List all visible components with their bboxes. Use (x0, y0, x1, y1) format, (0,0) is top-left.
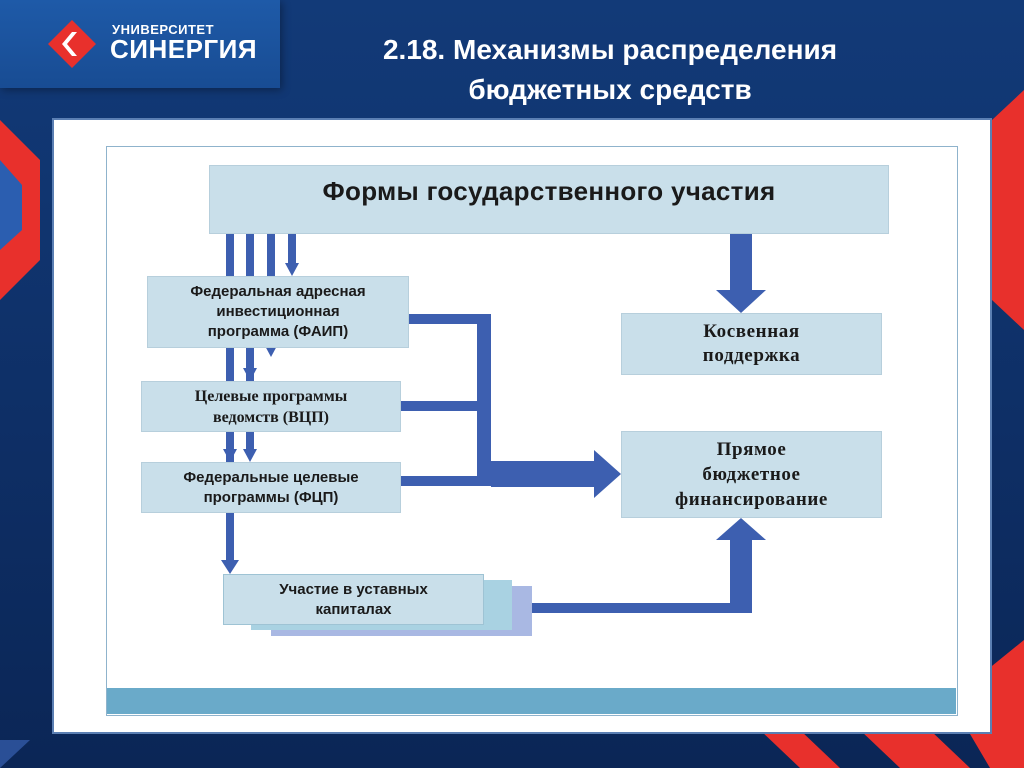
node-direct-line-2: бюджетное (702, 464, 801, 485)
connector-vcp (401, 401, 483, 411)
arrowhead-faip-b (285, 263, 299, 276)
node-forms-label: Формы государственного участия (322, 176, 776, 206)
arrowhead-ustav (221, 560, 239, 574)
node-vcp[interactable]: Целевые программы ведомств (ВЦП) (141, 381, 401, 432)
slide-title-line-1: 2.18. Механизмы распределения (382, 34, 838, 65)
arrowhead-fcp-right (243, 449, 257, 462)
arrow-ustav-up (730, 536, 752, 613)
logo-brand-name: СИНЕРГИЯ (110, 34, 258, 64)
logo-university-label: УНИВЕРСИТЕТ (112, 22, 215, 37)
arrow-root-to-fcp (226, 234, 234, 462)
node-fcp-line-2: программы (ФЦП) (203, 488, 339, 506)
connector-fcp (401, 476, 483, 486)
node-vcp-line-2: ведомств (ВЦП) (212, 408, 330, 426)
node-direct-line-1: Прямое (716, 439, 787, 460)
node-ustav[interactable]: Участие в уставных капиталах (223, 574, 484, 625)
node-ustav-line-1: Участие в уставных (279, 580, 428, 598)
node-vcp-line-1: Целевые программы (194, 387, 348, 405)
node-ustav-line-2: капиталах (315, 600, 392, 618)
university-logo[interactable]: УНИВЕРСИТЕТ СИНЕРГИЯ (0, 0, 280, 88)
node-indirect-support[interactable]: Косвенная поддержка (621, 313, 882, 375)
node-indirect-line-1: Косвенная (703, 321, 800, 342)
node-direct-line-3: финансирование (675, 489, 828, 510)
node-forms-of-state-participation[interactable]: Формы государственного участия (209, 165, 889, 234)
arrow-to-direct (491, 461, 595, 487)
node-faip[interactable]: Федеральная адресная инвестиционная прог… (147, 276, 409, 348)
node-fcp-line-1: Федеральные целевые (183, 468, 359, 486)
slide-title-line-2: бюджетных средств (468, 74, 752, 105)
arrow-root-to-faip-b (288, 234, 296, 264)
node-indirect-line-2: поддержка (702, 345, 801, 366)
node-fcp[interactable]: Федеральные целевые программы (ФЦП) (141, 462, 401, 513)
arrowhead-ustav-up (716, 518, 766, 540)
collector-vertical (477, 314, 491, 486)
arrow-root-to-indirect (730, 234, 752, 292)
node-faip-line-1: Федеральная адресная (190, 283, 366, 300)
synergy-chevron-logo-icon (48, 20, 96, 68)
connector-faip (409, 314, 491, 324)
arrow-fcp-to-ustav (226, 513, 234, 563)
connector-ustav (532, 603, 732, 613)
slide-title: 2.18. Механизмы распределения бюджетных … (300, 30, 920, 110)
node-faip-line-2: инвестиционная (216, 303, 340, 320)
diagram-footer-bar (107, 688, 956, 714)
node-faip-line-3: программа (ФАИП) (207, 323, 349, 340)
node-direct-financing[interactable]: Прямое бюджетное финансирование (621, 431, 882, 518)
arrowhead-indirect (716, 290, 766, 313)
arrowhead-fcp-left (223, 449, 237, 462)
arrowhead-direct (594, 450, 621, 498)
arrowhead-vcp (243, 368, 257, 381)
